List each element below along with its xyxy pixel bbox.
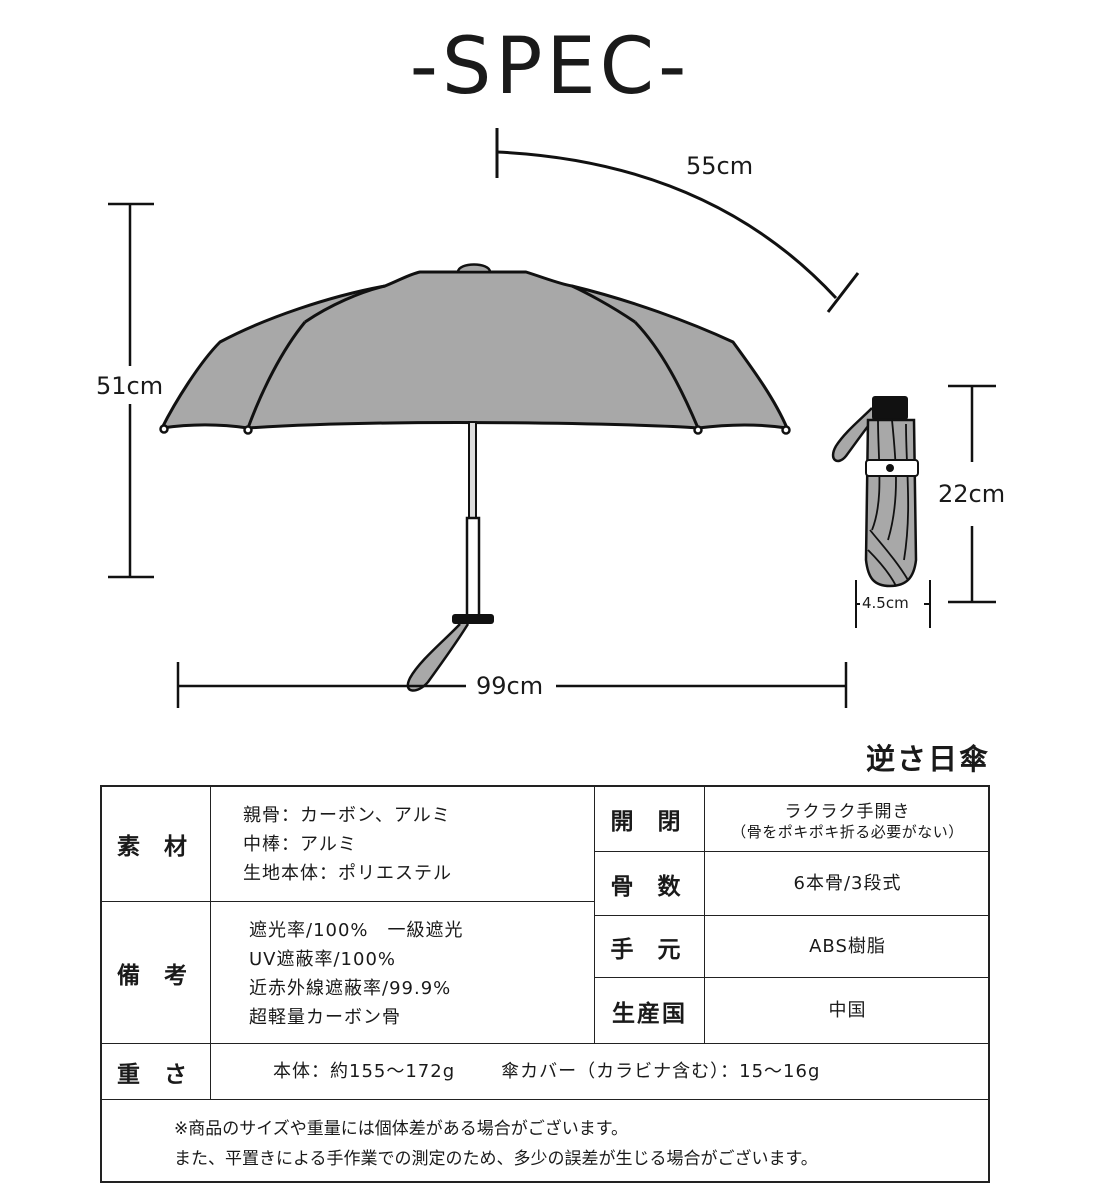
origin-value: 中国: [704, 977, 990, 1043]
material-header: 素 材: [116, 834, 195, 860]
weight-value: 本体：約155～172g 傘カバー（カラビナ含む）：15～16g: [210, 1043, 990, 1099]
folded-diameter-dimension: [855, 580, 931, 628]
folded-handle: [872, 396, 908, 420]
weight-cover: 傘カバー（カラビナ含む）：15～16g: [501, 1061, 821, 1082]
notes-line: 超軽量カーボン骨: [249, 1007, 401, 1028]
page-title: -SPEC-: [409, 22, 691, 112]
arc-label: 55cm: [682, 152, 758, 180]
spec-table: 素 材 親骨：カーボン、アルミ 中棒：アルミ 生地本体：ポリエステル 備 考 遮…: [100, 785, 990, 1183]
width-label: 99cm: [472, 672, 548, 700]
ribs-value: 6本骨/3段式: [704, 851, 990, 915]
open-umbrella: [159, 263, 791, 692]
ribs-header: 骨 数: [594, 851, 704, 915]
folded-diameter-label: 4.5cm: [860, 594, 911, 612]
handle-value: ABS樹脂: [704, 915, 990, 977]
footnote-line: また、平置きによる手作業での測定のため、多少の誤差が生じる場合がございます。: [174, 1149, 818, 1169]
weight-header: 重 さ: [102, 1043, 210, 1099]
footnote: ※商品のサイズや重量には個体差がある場合がございます。 また、平置きによる手作業…: [102, 1099, 990, 1183]
height-dimension: [108, 202, 154, 579]
umbrella-canopy: [160, 270, 789, 430]
folded-length-label: 22cm: [934, 480, 1010, 508]
material-value: 親骨：カーボン、アルミ 中棒：アルミ 生地本体：ポリエステル: [210, 787, 594, 901]
open-close-sub: （骨をポキポキ折る必要がない）: [731, 822, 964, 841]
material-line: 生地本体：ポリエステル: [243, 863, 452, 884]
weight-body: 本体：約155～172g: [273, 1061, 456, 1082]
product-label: 逆さ日傘: [865, 742, 990, 776]
width-dimension: [176, 662, 848, 708]
arc-dimension: [495, 128, 860, 313]
umbrella-ribs: [246, 284, 700, 429]
material-line: 親骨：カーボン、アルミ: [243, 805, 451, 826]
umbrella-strap: [406, 623, 470, 692]
notes-line: UV遮蔽率/100%: [249, 949, 397, 970]
notes-value: 遮光率/100% 一級遮光 UV遮蔽率/100% 近赤外線遮蔽率/99.9% 超…: [210, 901, 594, 1043]
umbrella-shaft: [468, 421, 477, 519]
material-line: 中棒：アルミ: [243, 834, 357, 855]
open-close-main: ラクラク手開き: [784, 801, 911, 822]
umbrella-grip-cap: [452, 614, 494, 624]
umbrella-tip: [456, 263, 492, 274]
notes-line: 近赤外線遮蔽率/99.9%: [249, 978, 452, 999]
folded-umbrella: [831, 396, 919, 588]
umbrella-diagram: [108, 128, 996, 708]
height-label: 51cm: [92, 372, 168, 400]
footnote-line: ※商品のサイズや重量には個体差がある場合がございます。: [174, 1119, 629, 1139]
origin-header: 生産国: [594, 977, 704, 1043]
handle-header: 手 元: [594, 915, 704, 977]
notes-line: 遮光率/100% 一級遮光: [249, 920, 464, 941]
open-close-value: ラクラク手開き （骨をポキポキ折る必要がない）: [704, 787, 990, 851]
open-close-header: 開 閉: [594, 787, 704, 851]
folded-length-dimension: [948, 384, 996, 604]
umbrella-grip: [465, 516, 481, 618]
notes-header: 備 考: [102, 901, 210, 1043]
rib-tips: [159, 424, 791, 435]
folded-strap: [831, 407, 877, 463]
